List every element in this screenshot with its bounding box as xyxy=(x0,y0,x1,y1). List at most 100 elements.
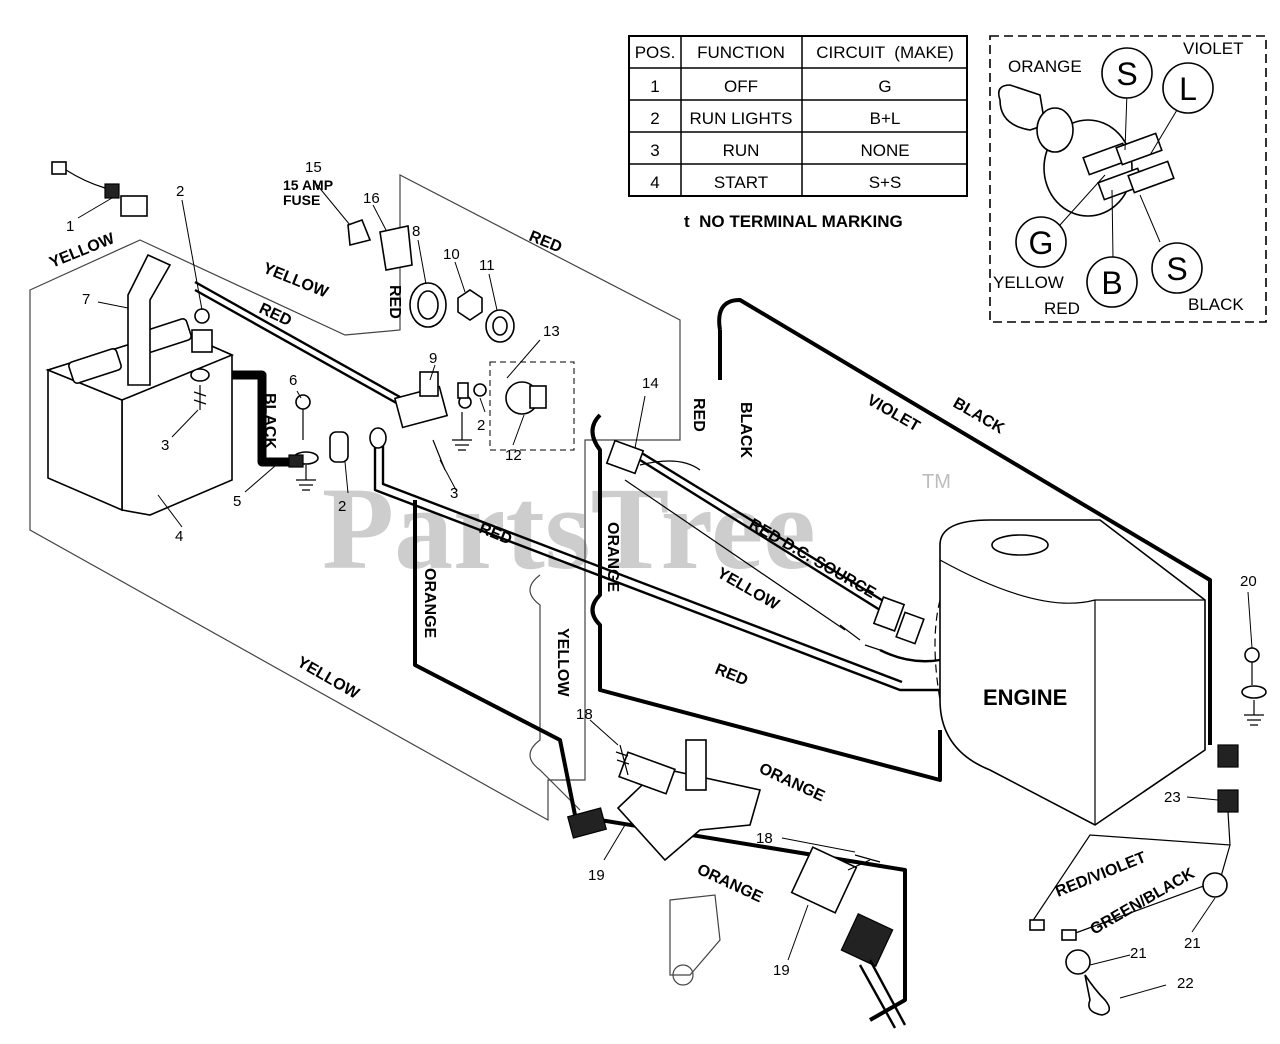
pto-knob xyxy=(672,964,694,986)
label-black-2: BLACK xyxy=(737,402,754,458)
yellow-connector xyxy=(839,624,881,651)
leader-lines xyxy=(77,179,1253,999)
washer-2a xyxy=(194,308,210,324)
orange-wire-left xyxy=(413,500,577,816)
harness-end-b xyxy=(1061,929,1077,941)
engine-connector-a xyxy=(872,596,906,632)
connector-plug xyxy=(51,161,148,217)
callout-2c: 2 xyxy=(477,417,485,434)
washer-center xyxy=(369,427,387,449)
label-red-3: RED xyxy=(527,228,565,256)
battery-lead xyxy=(127,253,172,386)
callout-7: 7 xyxy=(82,291,90,308)
table-header-circuit: CIRCUIT (MAKE) xyxy=(816,43,954,62)
callout-19b: 19 xyxy=(773,962,790,979)
black-violet-wire xyxy=(717,298,1212,745)
terminal-s-top: S xyxy=(1116,56,1137,92)
orange-wire-center xyxy=(590,413,942,782)
connector-14 xyxy=(605,439,645,475)
fuse-label-line1: 15 AMP xyxy=(283,177,333,193)
engine-lead xyxy=(879,648,941,663)
table-cell: S+S xyxy=(869,173,902,192)
yellow-harness-outline xyxy=(29,174,681,822)
yellow-harness-loop xyxy=(529,574,581,811)
callout-8: 8 xyxy=(412,223,420,240)
headlight-bulb xyxy=(1084,974,1111,1016)
washer-11-inner xyxy=(492,316,508,336)
red-wire-battery xyxy=(194,288,401,407)
label-yellow-1: YELLOW xyxy=(47,230,118,272)
callout-19a: 19 xyxy=(588,867,605,884)
yellow-wire-engine xyxy=(624,479,846,631)
callout-2a: 2 xyxy=(176,183,184,200)
terminal-g: G xyxy=(1029,225,1054,261)
terminal-block-2 xyxy=(191,329,213,353)
ignition-switch-detail: S L G B S ORANGE VIOLET YELLOW RED BLACK xyxy=(989,35,1267,323)
ground-symbol-solenoid xyxy=(452,412,472,451)
terminal-l: L xyxy=(1179,71,1197,107)
table-cell: OFF xyxy=(724,77,758,96)
fuse xyxy=(347,218,372,247)
engine-connector-b xyxy=(895,611,925,645)
callout-20: 20 xyxy=(1240,573,1257,590)
table-cell: B+L xyxy=(870,109,901,128)
cable-end-5 xyxy=(288,454,304,468)
callout-14: 14 xyxy=(642,375,659,392)
ground-bolt-20 xyxy=(1241,647,1267,726)
callout-21a: 21 xyxy=(1130,945,1147,962)
fuse-label-line2: FUSE xyxy=(283,192,320,208)
detail-label-orange: ORANGE xyxy=(1008,57,1082,76)
callout-15: 15 xyxy=(305,159,322,176)
table-note: t NO TERMINAL MARKING xyxy=(684,212,903,231)
detail-label-violet: VIOLET xyxy=(1183,39,1243,58)
label-orange-3: ORANGE xyxy=(756,760,827,805)
pto-bracket xyxy=(669,894,721,976)
table-header-function: FUNCTION xyxy=(697,43,785,62)
watermark: PartsTree xyxy=(322,463,816,594)
table-cell: 3 xyxy=(650,141,659,160)
callout-18a: 18 xyxy=(576,706,593,723)
label-yellow-5: YELLOW xyxy=(294,654,363,703)
headlight-socket-a xyxy=(1202,872,1228,898)
label-red-2: RED xyxy=(386,285,403,319)
table-cell: NONE xyxy=(860,141,909,160)
switch-function-table: POS. FUNCTION CIRCUIT (MAKE) 1 OFF G 2 R… xyxy=(628,35,968,197)
connector-14-lead xyxy=(639,460,701,471)
callout-21b: 21 xyxy=(1184,935,1201,952)
callout-1: 1 xyxy=(66,218,74,235)
ground-bolt-6 xyxy=(293,394,319,491)
screw-18b xyxy=(854,854,881,863)
connector-seat xyxy=(566,807,608,839)
terminal-b: B xyxy=(1101,265,1122,301)
bezel-8-inner xyxy=(417,290,439,320)
callout-12: 12 xyxy=(505,447,522,464)
seat-switch-bracket xyxy=(616,739,762,862)
clip-2b xyxy=(329,431,349,463)
callout-11: 11 xyxy=(479,257,495,274)
callout-23: 23 xyxy=(1164,789,1181,806)
label-yellow-2: YELLOW xyxy=(261,260,332,302)
table-cell: START xyxy=(714,173,768,192)
red-wire-battery-b xyxy=(194,280,401,399)
detail-label-red: RED xyxy=(1044,299,1080,318)
label-red-1: RED xyxy=(256,300,294,330)
callout-6: 6 xyxy=(289,372,297,389)
screw-18a xyxy=(615,744,630,776)
connector-23b xyxy=(1217,789,1239,813)
engine-label: ENGINE xyxy=(983,685,1067,710)
orange-wire-bottom xyxy=(599,818,907,1022)
red-wire-long xyxy=(373,440,945,692)
callout-18b: 18 xyxy=(756,830,773,847)
label-violet-1: VIOLET xyxy=(864,392,923,436)
table-cell: 2 xyxy=(650,109,659,128)
terminal-s-bottom: S xyxy=(1166,251,1187,287)
red-wire-long-b xyxy=(381,440,903,684)
table-cell: RUN LIGHTS xyxy=(690,109,793,128)
detail-label-yellow: YELLOW xyxy=(993,273,1064,292)
black-battery-cable xyxy=(230,370,295,467)
washer-near-battery xyxy=(190,368,210,382)
table-cell: RUN xyxy=(723,141,760,160)
table-cell: 1 xyxy=(650,77,659,96)
harness-end-a xyxy=(1029,919,1045,931)
